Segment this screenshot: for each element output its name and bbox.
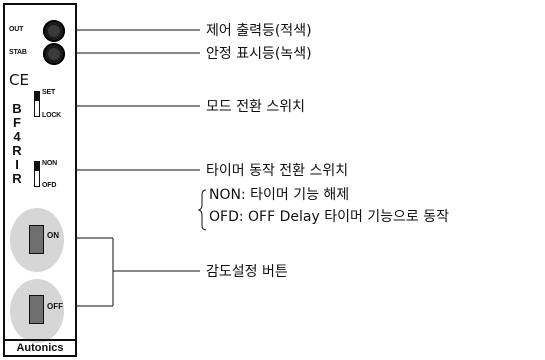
model-char: R (12, 171, 22, 186)
brand-logo: Autonics (5, 339, 75, 355)
callout-sensitivity-buttons: 감도설정 버튼 (206, 264, 288, 280)
model-char: I (15, 157, 19, 172)
off-button-label: OFF (47, 302, 63, 311)
model-name: B F 4 R I R (11, 102, 23, 186)
model-char: 4 (13, 129, 21, 144)
model-char: B (12, 101, 22, 116)
off-button[interactable] (29, 295, 44, 324)
note-timer-ofd: OFD: OFF Delay 타이머 기능으로 동작 (209, 209, 450, 225)
model-char: R (12, 143, 22, 158)
timer-switch-knob[interactable] (35, 162, 39, 171)
timer-switch-ofd-label: OFD (42, 182, 57, 189)
callout-mode-switch: 모드 전환 스위치 (206, 99, 306, 115)
control-output-led (43, 20, 65, 42)
on-button[interactable] (29, 225, 44, 254)
ce-mark: CE (9, 71, 29, 89)
stability-led (43, 43, 65, 65)
on-button-label: ON (47, 231, 59, 240)
led-stab-label: STAB (9, 49, 27, 56)
mode-switch-knob[interactable] (35, 92, 39, 101)
sensor-front-panel: OUT STAB CE B F 4 R I R SET LOCK NON OFD… (3, 3, 77, 357)
mode-switch[interactable] (34, 91, 40, 117)
timer-switch-non-label: NON (42, 160, 57, 167)
brace (197, 189, 207, 231)
mode-switch-lock-label: LOCK (42, 112, 62, 119)
note-timer-non: NON: 타이머 기능 해제 (209, 187, 350, 203)
mode-switch-set-label: SET (42, 89, 56, 96)
callout-stability-led: 안정 표시등(녹색) (206, 46, 312, 62)
callout-timer-switch: 타이머 동작 전환 스위치 (206, 163, 349, 179)
callout-control-output-led: 제어 출력등(적색) (206, 23, 312, 39)
led-out-label: OUT (9, 26, 24, 33)
model-char: F (13, 115, 21, 130)
timer-switch[interactable] (34, 161, 40, 187)
